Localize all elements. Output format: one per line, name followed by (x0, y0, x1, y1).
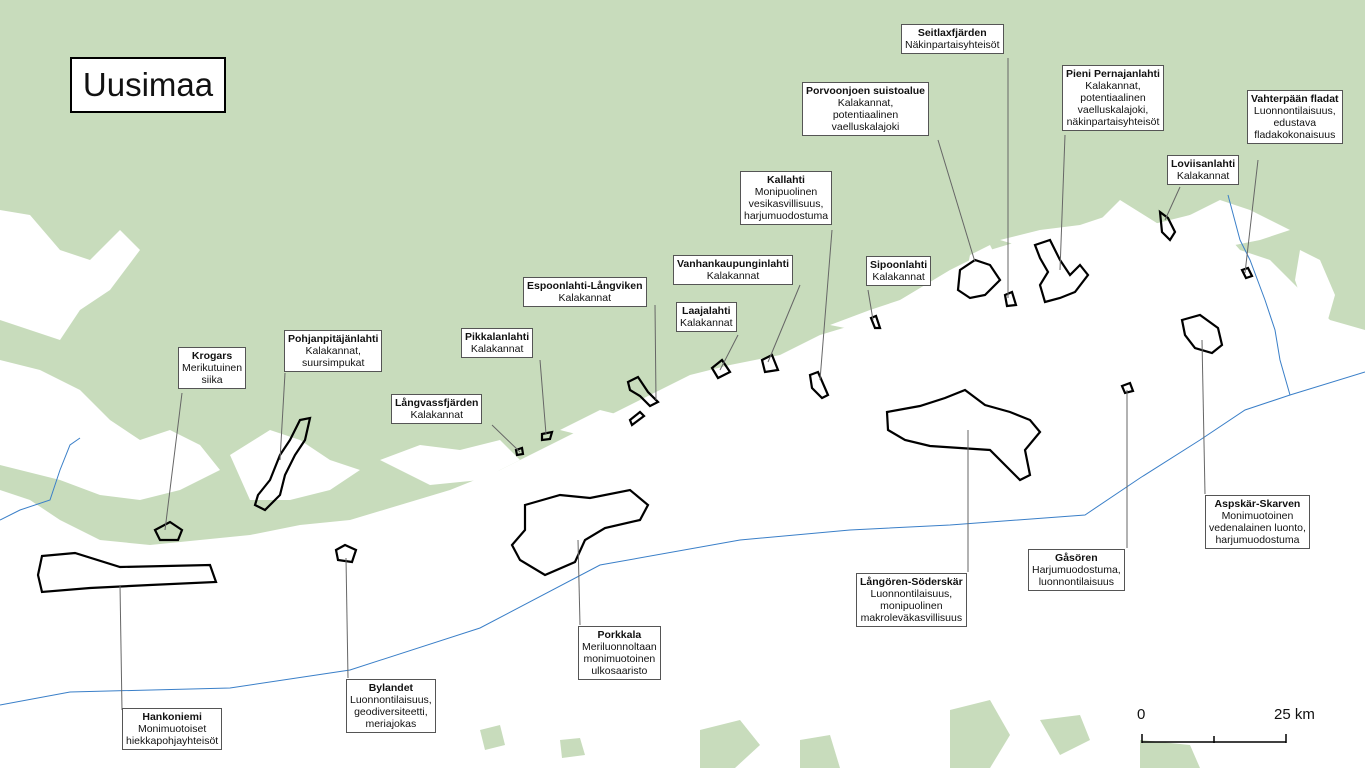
outline-seitlaxfjarden (956, 258, 1018, 308)
site-outlines (36, 209, 1254, 594)
label-langvassfjarden: Långvassfjärden Kalakannat (391, 394, 483, 424)
site-name: Porvoonjoen suistoalue (806, 85, 926, 97)
label-aspskar: Aspskär-Skarven Monimuotoinen vedenalain… (1205, 495, 1310, 549)
label-porvoonjoen: Porvoonjoen suistoalue Kalakannat, poten… (802, 82, 930, 136)
site-name: Sipoonlahti (870, 259, 928, 271)
site-name: Porkkala (597, 629, 642, 641)
label-sipoonlahti: Sipoonlahti Kalakannat (866, 256, 932, 286)
outline-espoonlahti (626, 375, 660, 427)
site-name: Krogars (191, 350, 233, 362)
site-desc: Näkinpartaisyhteisöt (905, 39, 1000, 51)
site-name: Hankoniemi (142, 711, 202, 723)
site-name: Pohjanpitäjänlahti (288, 333, 379, 345)
site-desc: Kalakannat, potentiaalinen vaelluskalajo… (831, 97, 900, 133)
site-name: Långören-Söderskär (860, 576, 963, 588)
site-desc: Kalakannat, suursimpukat (301, 345, 365, 369)
site-name: Bylandet (368, 682, 414, 694)
site-desc: Meriluonnoltaan monimuotoinen ulkosaaris… (582, 641, 657, 677)
site-name: Seitlaxfjärden (917, 27, 987, 39)
site-name: Espoonlahti-Långviken (527, 280, 643, 292)
label-laajalahti: Laajalahti Kalakannat (676, 302, 737, 332)
scale-start-label: 0 (1137, 706, 1146, 723)
site-desc: Merikutuinen siika (182, 362, 243, 386)
map-title: Uusimaa (70, 57, 226, 113)
label-vahterpaan: Vahterpään fladat Luonnontilaisuus, edus… (1247, 90, 1343, 144)
label-espoonlahti: Espoonlahti-Långviken Kalakannat (523, 277, 647, 307)
site-desc: Kalakannat (470, 343, 524, 355)
label-pikkalanlahti: Pikkalanlahti Kalakannat (461, 328, 534, 358)
site-desc: Kalakannat (706, 270, 760, 282)
label-loviisanlahti: Loviisanlahti Kalakannat (1167, 155, 1240, 185)
site-desc: Kalakannat (1176, 170, 1230, 182)
outline-aspskar (1180, 313, 1224, 355)
site-desc: Luonnontilaisuus, edustava fladakokonais… (1253, 105, 1336, 141)
label-seitlaxfjarden: Seitlaxfjärden Näkinpartaisyhteisöt (901, 24, 1004, 54)
site-desc: Kalakannat (872, 271, 925, 283)
site-desc: Monimuotoinen vedenalainen luonto, harju… (1209, 510, 1306, 546)
inland-water (0, 200, 1335, 500)
label-pieni-pernajanlahti: Pieni Pernajanlahti Kalakannat, potentia… (1062, 65, 1164, 131)
site-name: Vahterpään fladat (1251, 93, 1339, 105)
outer-islets (480, 700, 1200, 768)
leader-lines (119, 58, 1259, 711)
outline-pikkalanlahti (540, 430, 554, 442)
label-pohjanpitajanlahti: Pohjanpitäjänlahti Kalakannat, suursimpu… (284, 330, 383, 372)
site-desc: Kalakannat, potentiaalinen vaelluskalajo… (1066, 80, 1160, 128)
outline-bylandet (334, 543, 358, 564)
site-name: Aspskär-Skarven (1214, 498, 1301, 510)
outline-sipoonlahti (869, 314, 882, 330)
outline-porkkala (510, 488, 650, 577)
outline-krogars (153, 520, 184, 542)
site-desc: Monipuolinen vesikasvillisuus, harjumuod… (744, 186, 829, 222)
site-name: Gåsören (1055, 552, 1098, 564)
site-desc: Kalakannat (410, 409, 463, 421)
outline-vanhankaupunginlahti (760, 353, 780, 374)
label-hankoniemi: Hankoniemi Monimuotoiset hiekkapohjayhte… (122, 708, 223, 750)
outline-kallahti (808, 370, 830, 400)
site-name: Pieni Pernajanlahti (1066, 68, 1160, 80)
boundary-line-east (1227, 194, 1291, 396)
label-vanhankaupunginlahti: Vanhankaupunginlahti Kalakannat (673, 255, 794, 285)
scale-end-label: 25 km (1274, 706, 1315, 723)
label-kallahti: Kallahti Monipuolinen vesikasvillisuus, … (740, 171, 833, 225)
site-name: Laajalahti (682, 305, 731, 317)
site-name: Loviisanlahti (1171, 158, 1236, 170)
outline-gasoren (1120, 381, 1135, 395)
site-desc: Luonnontilaisuus, geodiversiteetti, meri… (350, 694, 432, 730)
site-desc: Kalakannat (680, 317, 733, 329)
label-porkkala: Porkkala Meriluonnoltaan monimuotoinen u… (578, 626, 661, 680)
site-name: Pikkalanlahti (465, 331, 530, 343)
site-desc: Luonnontilaisuus, monipuolinen makrolevä… (860, 588, 963, 624)
label-krogars: Krogars Merikutuinen siika (178, 347, 247, 389)
label-bylandet: Bylandet Luonnontilaisuus, geodiversitee… (346, 679, 436, 733)
site-desc: Kalakannat (558, 292, 612, 304)
label-langoren: Långören-Söderskär Luonnontilaisuus, mon… (856, 573, 967, 627)
boundary-line-west (0, 437, 81, 521)
scale-bar (1141, 734, 1287, 743)
site-desc: Monimuotoiset hiekkapohjayhteisöt (126, 723, 219, 747)
boundary-line (0, 371, 1365, 706)
outline-langoren (885, 388, 1042, 482)
site-name: Långvassfjärden (395, 397, 479, 409)
outline-hankoniemi (36, 551, 218, 594)
site-name: Vanhankaupunginlahti (677, 258, 790, 270)
label-gasoren: Gåsören Harjumuodostuma, luonnontilaisuu… (1028, 549, 1125, 591)
site-name: Kallahti (767, 174, 805, 186)
outline-langvassfjarden (514, 446, 525, 457)
site-desc: Harjumuodostuma, luonnontilaisuus (1032, 564, 1121, 588)
outline-vahterpaan (1240, 266, 1254, 280)
outline-laajalahti (710, 358, 732, 380)
